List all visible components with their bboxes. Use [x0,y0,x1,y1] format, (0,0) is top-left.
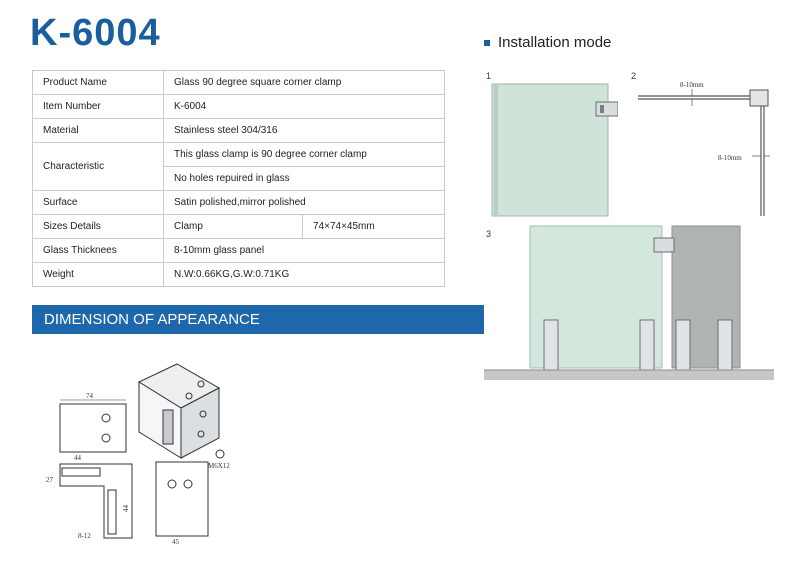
spec-value: Stainless steel 304/316 [163,118,445,143]
spec-row-weight: Weight N.W:0.66KG,G.W:0.71KG [32,262,445,287]
spec-row-glass: Glass Thicknees 8-10mm glass panel [32,238,445,263]
dimension-drawing-side: 74 45 M6X12 [155,449,230,546]
install-diagram-2: 8-10mm 8-10mm [638,81,770,216]
install-diagram-1 [491,83,618,217]
spec-value: Satin polished,mirror polished [163,190,445,215]
spec-value: Glass 90 degree square corner clamp [163,70,445,95]
spec-value-2: 74×74×45mm [302,214,445,239]
spec-row-item-number: Item Number K-6004 [32,94,445,119]
spec-key: Weight [32,262,164,287]
spec-key: Sizes Details [32,214,164,239]
dim-label-8-12: 8-12 [78,532,91,540]
spec-value: Clamp [163,214,303,239]
dim-label-27: 27 [46,476,54,484]
spec-value: This glass clamp is 90 degree corner cla… [163,142,445,167]
dim-label-44: 44 [74,454,82,462]
dimension-heading: DIMENSION OF APPEARANCE [44,311,260,328]
gap-label-top: 8-10mm [680,81,704,89]
dimension-banner: DIMENSION OF APPEARANCE [32,305,484,334]
spec-key: Glass Thicknees [32,238,164,263]
bullet-icon [484,40,490,47]
step-label-3: 3 [486,229,492,239]
spec-row-product-name: Product Name Glass 90 degree square corn… [32,70,445,95]
product-code-title: K-6004 [30,12,161,54]
dimension-drawing-front: 74 [59,392,127,453]
spec-key: Product Name [32,70,164,95]
screw-label: M6X12 [208,462,230,470]
step-label-1: 1 [486,71,492,81]
spec-row-material: Material Stainless steel 304/316 [32,118,445,143]
dim-label-74: 74 [86,392,94,400]
spec-value: N.W:0.66KG,G.W:0.71KG [163,262,445,287]
dimension-drawing-top: 44 27 44 8-12 [46,454,133,540]
dim-label-45: 45 [172,538,180,546]
dimension-drawing-iso [137,363,221,459]
spec-key: Material [32,118,164,143]
spec-value: K-6004 [163,94,445,119]
installation-heading-text: Installation mode [498,34,612,51]
spec-value: 8-10mm glass panel [163,238,445,263]
spec-key: Characteristic [32,142,164,191]
gap-label-side: 8-10mm [718,154,742,162]
installation-heading: Installation mode [484,34,611,51]
spec-key: Surface [32,190,164,215]
dim-label-44-vertical: 44 [122,505,130,513]
spec-table: Product Name Glass 90 degree square corn… [32,70,445,287]
spec-value: No holes repuired in glass [163,166,445,191]
spec-row-surface: Surface Satin polished,mirror polished [32,190,445,215]
spec-row-characteristic: Characteristic This glass clamp is 90 de… [32,142,445,191]
spec-row-sizes: Sizes Details Clamp 74×74×45mm [32,214,445,239]
step-label-2: 2 [631,71,637,81]
install-diagram-3 [484,225,774,380]
spec-key: Item Number [32,94,164,119]
